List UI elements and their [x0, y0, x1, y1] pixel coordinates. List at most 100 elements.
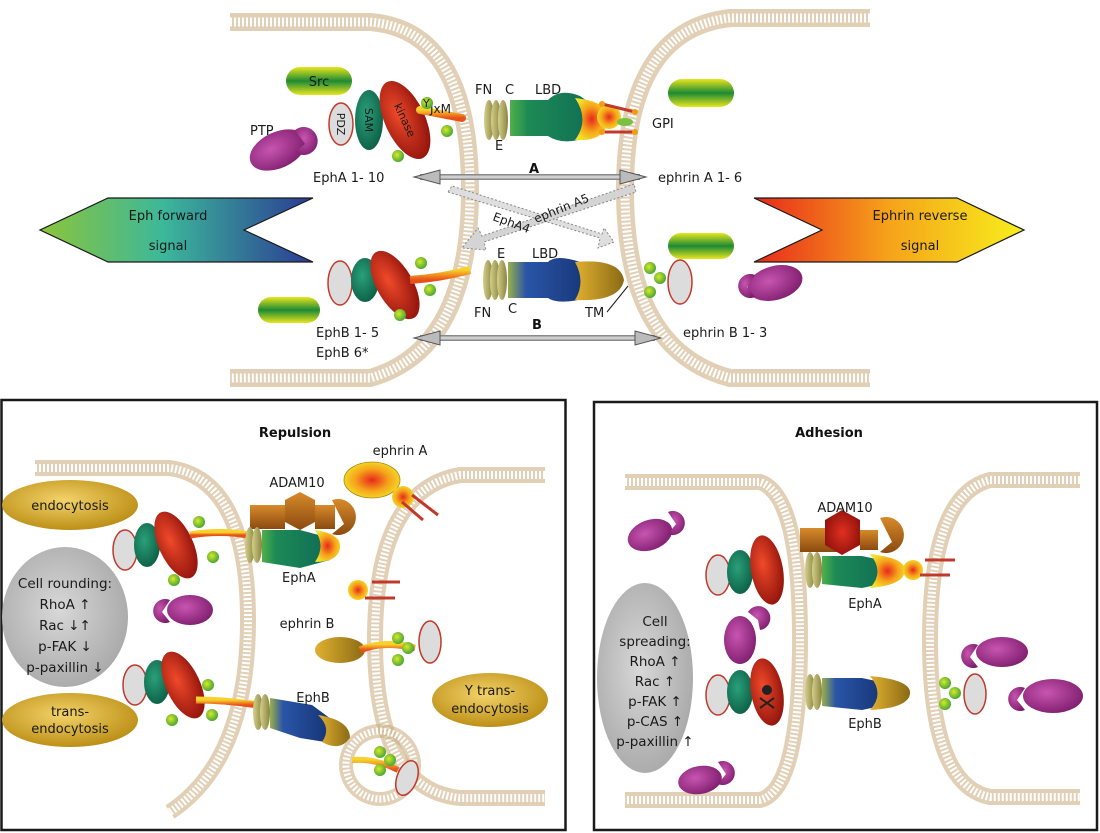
interaction-arrow-b: [412, 330, 663, 346]
adhesion-ephb-intracellular: [705, 658, 800, 726]
ephb-label-repulsion: EphB: [296, 691, 330, 706]
e-label-top: E: [495, 139, 503, 154]
kinase-domain: [379, 81, 431, 159]
forward-signal-label-1: Eph forward: [129, 209, 208, 224]
forward-signal-arrow: [38, 197, 314, 263]
endocytic-vesicle: [339, 724, 421, 806]
phospho-tyrosine-3: [392, 150, 404, 162]
tm-label: TM: [584, 306, 604, 321]
cell-spreading-item-2: Rac ↑: [635, 674, 675, 690]
membrane-left-cell-top: [230, 13, 480, 387]
phospho-tyrosine-2: [441, 125, 453, 137]
epha-adhesion: [805, 552, 955, 588]
adhesion-title: Adhesion: [795, 426, 863, 441]
src-family-right-bottom: [668, 233, 734, 259]
phospho-tyrosine-1: [421, 97, 433, 109]
ephrin-a-class-label: ephrin A 1- 6: [658, 171, 742, 186]
membrane-repulsion-left: [35, 460, 257, 819]
interaction-a-label: A: [529, 162, 539, 177]
cell-spreading-oval: [597, 583, 693, 773]
ephb-repulsion: [253, 694, 350, 747]
cell-spreading-item-1: RhoA ↑: [629, 654, 680, 670]
epha-repulsion: [245, 527, 341, 568]
fn-label-top: FN: [475, 83, 492, 98]
ptp-adhesion-mid: [724, 606, 771, 664]
interaction-arrow-a: [412, 169, 648, 185]
fn-label-bottom: FN: [474, 306, 491, 321]
epha-label-repulsion: EphA: [282, 571, 316, 586]
adam10-repulsion: [250, 492, 356, 535]
ephb-receptor-top: [483, 258, 693, 305]
epha-class-label: EphA 1- 10: [313, 171, 384, 186]
gamma-trans-endocytosis-label-2: endocytosis: [451, 702, 529, 717]
pdz-label: PDZ: [334, 113, 347, 136]
adam10-label-adhesion: ADAM10: [817, 501, 872, 516]
gpi-label: GPI: [652, 117, 674, 132]
cell-rounding-item-2: Rac ↓↑: [39, 618, 91, 634]
cell-spreading-item-3: p-FAK ↑: [628, 694, 682, 710]
trans-endocytosis-label-2: endocytosis: [31, 722, 109, 737]
cell-rounding-item-4: p-paxillin ↓: [26, 660, 103, 676]
lbd-label-top: LBD: [535, 83, 561, 98]
membrane-adhesion-right: [921, 472, 1080, 805]
cell-spreading-title-1: Cell: [642, 614, 667, 630]
ptp-right-top: [738, 265, 803, 301]
adam10-adhesion: [800, 510, 904, 555]
src-family-left-bottom: [258, 297, 320, 323]
gamma-trans-endocytosis-oval: [432, 673, 548, 727]
repulsion-epha-intracellular: [112, 511, 249, 586]
ephrin-a-repulsion: [343, 461, 439, 522]
ptp-label: PTP: [250, 124, 274, 139]
c-label-bottom: C: [508, 302, 517, 317]
membrane-repulsion-right: [366, 467, 545, 806]
cell-spreading-item-4: p-CAS ↑: [627, 714, 683, 730]
ephrin-a-small-repulsion: [348, 580, 400, 600]
adhesion-panel: [592, 400, 1099, 832]
adam10-label-repulsion: ADAM10: [269, 476, 324, 491]
cross-arrow-epha4: [447, 185, 615, 249]
membrane-adhesion-left: [625, 474, 809, 808]
ephrin-b-repulsion: [315, 620, 442, 666]
ptp-repulsion: [153, 595, 213, 625]
e-label-bottom: E: [497, 247, 505, 262]
endocytosis-label: endocytosis: [31, 499, 109, 514]
cell-rounding-item-3: p-FAK ↓: [38, 639, 92, 655]
ptp-adhesion-right-2: [1008, 679, 1083, 713]
cell-rounding-title: Cell rounding:: [18, 576, 112, 592]
ephrin-b-class-label: ephrin B 1- 3: [683, 326, 767, 341]
ephb-class-label-2: EphB 6*: [316, 346, 369, 361]
repulsion-title: Repulsion: [259, 426, 331, 441]
forward-signal-label-2: signal: [149, 239, 187, 254]
pdz-domain: [328, 102, 354, 146]
ptp-adhesion-top-left: [627, 510, 685, 552]
ephrin-a-ligand-top: [597, 101, 638, 135]
gamma-trans-endocytosis-label-1: Y trans-: [464, 684, 515, 699]
epha-receptor-top: [484, 92, 609, 142]
skull-crossbones-icon: [759, 685, 775, 709]
trans-endocytosis-oval: [2, 693, 138, 747]
cell-spreading-item-5: p-paxillin ↑: [616, 734, 693, 750]
src-label: Src: [309, 75, 329, 90]
c-label-top: C: [505, 83, 514, 98]
cell-rounding-item-1: RhoA ↑: [39, 597, 90, 613]
sam-label: SAM: [362, 108, 375, 132]
ephrin-a-label-repulsion: ephrin A: [373, 444, 428, 459]
repulsion-ephb-intracellular: [122, 651, 259, 726]
reverse-signal-label-2: signal: [901, 239, 939, 254]
lbd-label-bottom: LBD: [532, 247, 558, 262]
y-label: Y: [422, 97, 430, 110]
interaction-b-label: B: [532, 318, 542, 333]
ephb-class-label-1: EphB 1- 5: [316, 326, 379, 341]
reverse-signal-arrow: [753, 197, 1026, 263]
ephb-adhesion: [805, 673, 987, 715]
ephrin-b-label-repulsion: ephrin B: [280, 617, 335, 632]
cell-rounding-oval: [2, 547, 128, 687]
sam-domain: [355, 90, 383, 150]
endocytosis-oval: [2, 480, 138, 530]
trans-endocytosis-label-1: trans-: [51, 705, 89, 720]
cell-spreading-title-2: spreading:: [619, 634, 690, 650]
epha-label-adhesion: EphA: [848, 597, 882, 612]
src-domain: [286, 67, 352, 95]
cross-arrow-ephrin-a5: [461, 183, 637, 251]
